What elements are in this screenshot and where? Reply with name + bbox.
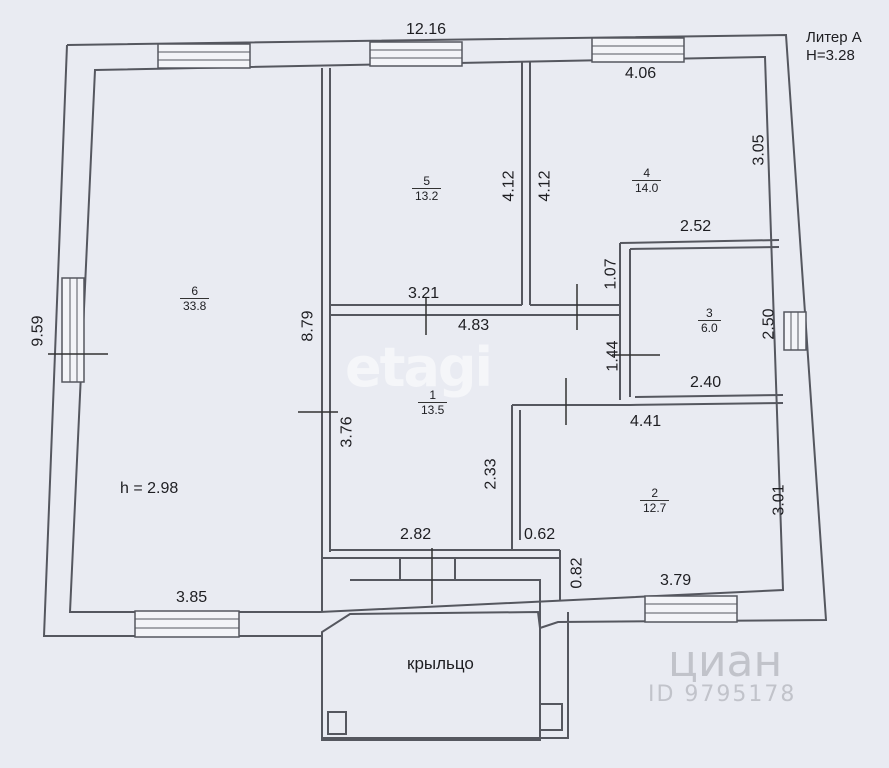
dim-left-total: 9.59 xyxy=(29,315,47,347)
dim-room2-bottom: 3.79 xyxy=(660,572,692,589)
dim-room6-bottom: 3.85 xyxy=(176,589,208,606)
etagi-watermark: etagi xyxy=(345,336,493,399)
cian-id-watermark: ID 9795178 xyxy=(648,682,797,707)
dim-room4-right: 3.05 xyxy=(750,134,768,166)
dim-room5-right: 4.12 xyxy=(500,170,518,202)
dim-ceiling-height: h = 2.98 xyxy=(120,480,179,497)
dim-room2-step-height: 0.82 xyxy=(568,557,586,589)
dim-room4-top: 4.06 xyxy=(625,65,657,82)
total-height-label: Н=3.28 xyxy=(806,47,855,64)
dim-room1-left: 3.76 xyxy=(338,416,356,448)
dim-hall-side: 1.44 xyxy=(604,340,622,372)
dim-room1-bottom: 2.82 xyxy=(400,526,432,543)
dim-room6-right: 8.79 xyxy=(299,310,317,342)
porch-label: крыльцо xyxy=(407,654,474,673)
dim-room3-right: 2.50 xyxy=(760,308,778,340)
dim-room2-step-width: 0.62 xyxy=(524,526,556,543)
dim-room3-bottom: 2.40 xyxy=(690,374,722,391)
cian-logo-watermark: циан xyxy=(668,636,783,687)
liter-label: Литер А xyxy=(806,29,862,46)
dim-room1-right: 2.33 xyxy=(482,458,500,490)
dim-room2-top: 4.41 xyxy=(630,413,662,430)
dim-room3-left: 1.07 xyxy=(602,258,620,290)
dim-room2-right: 3.01 xyxy=(770,484,788,516)
dim-room3-top: 2.52 xyxy=(680,218,712,235)
dim-room4-left: 4.12 xyxy=(536,170,554,202)
dim-room1-top: 4.83 xyxy=(458,317,490,334)
dim-room5-bottom: 3.21 xyxy=(408,285,440,302)
dim-top-total: 12.16 xyxy=(406,21,447,38)
